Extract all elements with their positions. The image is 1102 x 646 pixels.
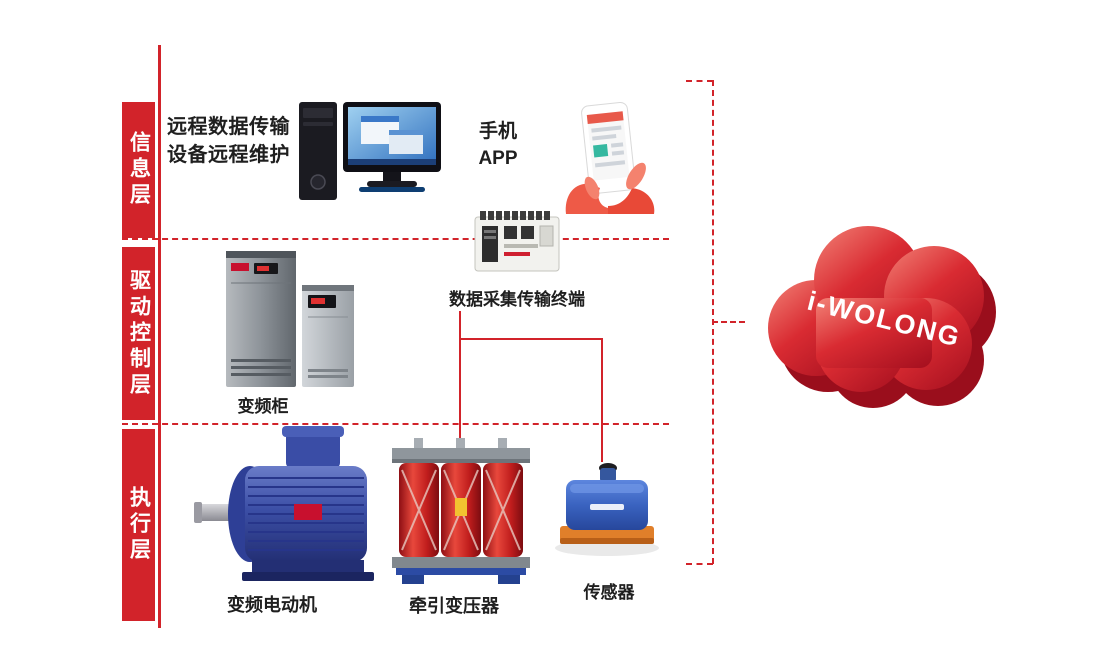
connector-terminal-to-transformer xyxy=(459,311,461,439)
layer-label-drive-control: 驱动控制层 xyxy=(127,268,151,399)
data-terminal-label: 数据采集传输终端 xyxy=(449,290,585,309)
data-terminal-image xyxy=(474,210,560,272)
connector-to-sensor xyxy=(601,338,603,462)
motor-label: 变频电动机 xyxy=(227,595,317,615)
transformer-label: 牵引变压器 xyxy=(409,596,499,616)
sensor-label: 传感器 xyxy=(583,583,635,602)
cloud-bracket-bottom-tick xyxy=(686,563,713,565)
desktop-computer-image xyxy=(293,90,445,212)
cloud-bracket-top-tick xyxy=(686,80,713,82)
layer-label-execution: 执行层 xyxy=(127,486,151,564)
layer-label-information: 信息层 xyxy=(127,131,151,209)
connector-horizontal xyxy=(459,338,603,340)
remote-functions-line1: 远程数据传输 xyxy=(167,116,290,138)
inverter-cabinets-image xyxy=(224,249,356,389)
mobile-app-label-line2: APP xyxy=(478,148,518,169)
mobile-app-image xyxy=(556,96,660,214)
cloud-main-layer xyxy=(768,226,984,392)
cloud-bracket-arm xyxy=(712,321,745,323)
remote-functions-line2: 设备远程维护 xyxy=(167,144,290,166)
mobile-app-label: 手机 APP xyxy=(462,118,534,172)
motor-image xyxy=(190,424,386,588)
remote-functions-text: 远程数据传输 设备远程维护 xyxy=(167,113,290,169)
cloud-image: i-WOLONG xyxy=(756,198,1018,450)
layer-bar-execution: 执行层 xyxy=(122,429,155,621)
left-axis-line xyxy=(158,45,161,628)
layer-bar-drive-control: 驱动控制层 xyxy=(122,247,155,420)
layer-bar-information: 信息层 xyxy=(122,102,155,238)
layer-separator-bottom xyxy=(122,423,669,425)
transformer-image xyxy=(386,436,536,588)
mobile-app-label-line1: 手机 xyxy=(478,121,517,142)
sensor-image xyxy=(548,452,666,560)
layer-separator-top xyxy=(122,238,669,240)
inverter-cabinet-label: 变频柜 xyxy=(237,397,289,416)
